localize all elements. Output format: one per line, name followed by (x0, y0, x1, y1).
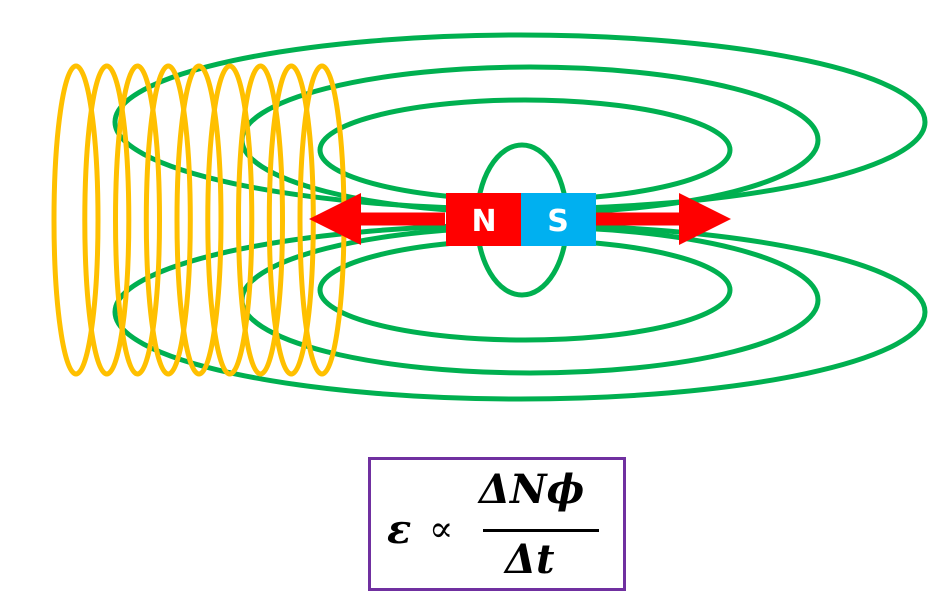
coil-loop (236, 63, 285, 377)
field-line-upper-outer (112, 32, 928, 212)
formula-numerator: ΔNϕ (479, 466, 585, 513)
coil-loop (82, 63, 132, 377)
south-label: S (547, 204, 569, 239)
fraction-bar (483, 529, 599, 532)
coil-loop (174, 63, 224, 377)
bar-magnet: N S (446, 193, 596, 246)
field-line-lower-inner (317, 237, 733, 343)
coil-loop (51, 63, 101, 377)
emf-symbol: ε (387, 506, 412, 553)
proportional-symbol: ∝ (429, 509, 454, 550)
coil-loop (205, 63, 255, 377)
coil-loop (143, 63, 193, 377)
coil (51, 63, 347, 377)
formula-denominator: Δt (505, 536, 555, 583)
coil-loop (113, 63, 162, 377)
formula-box: ε ∝ ΔNϕ Δt (368, 457, 626, 591)
field-line-upper-middle (239, 64, 821, 216)
field-line-upper-inner (317, 97, 733, 203)
north-label: N (471, 204, 496, 239)
field-line-lower-middle (239, 224, 821, 376)
south-pole (521, 193, 596, 246)
north-pole (446, 193, 523, 246)
